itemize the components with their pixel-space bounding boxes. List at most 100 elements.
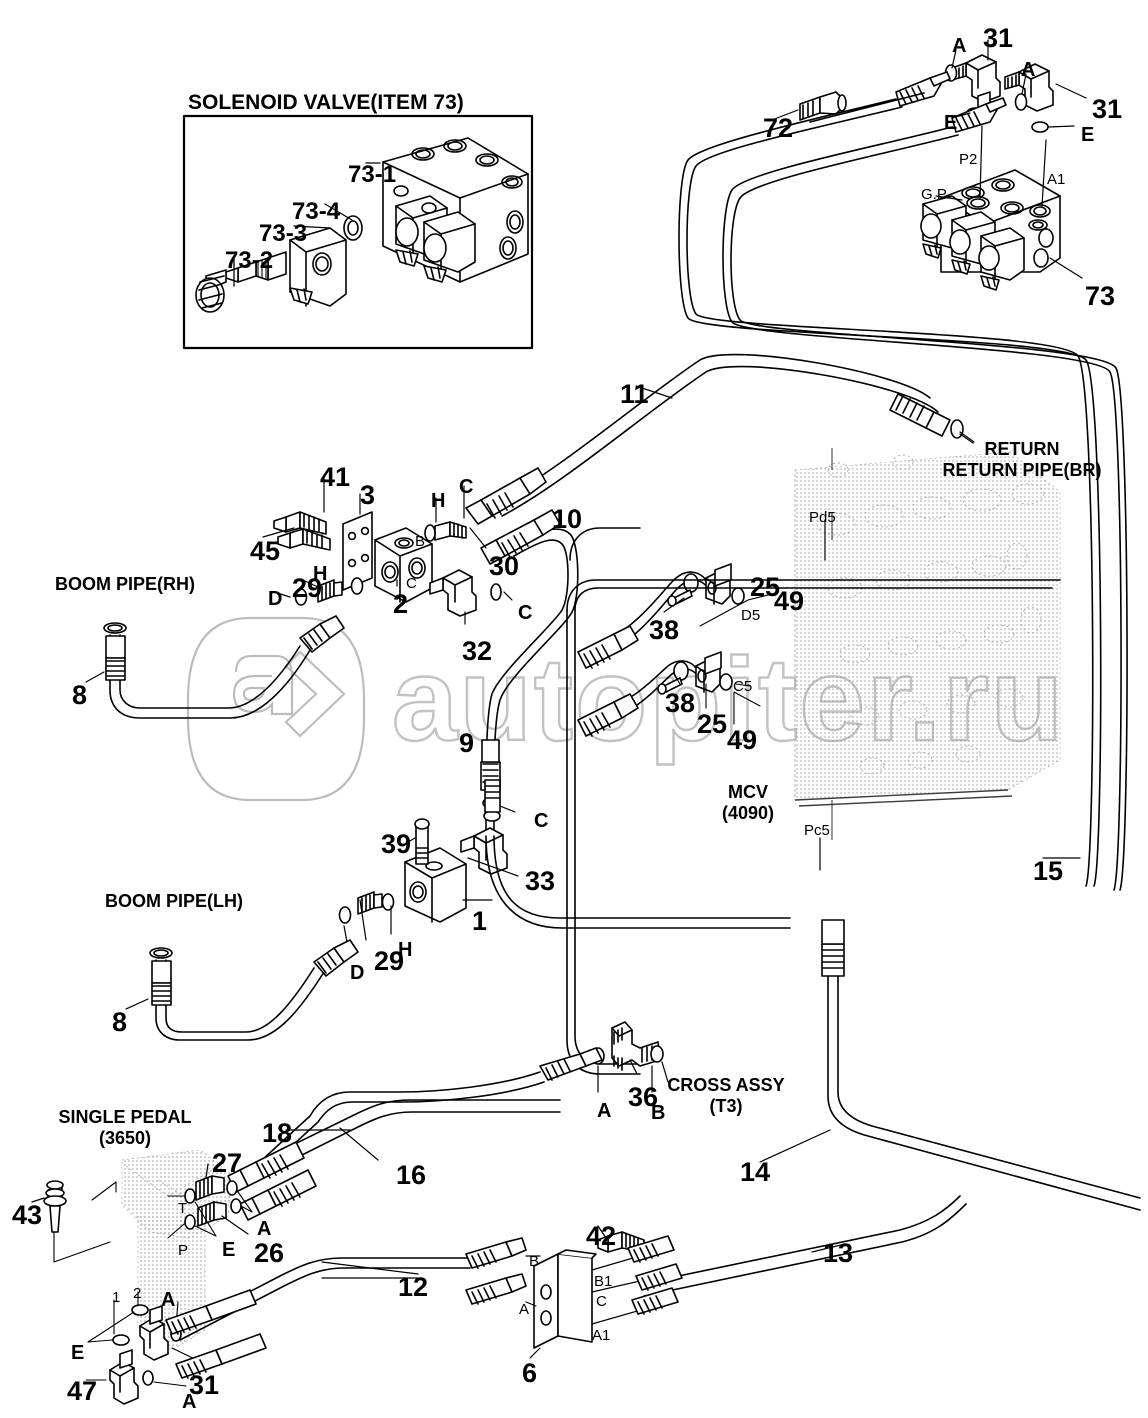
item-number-30: 30: [489, 551, 520, 581]
manifold-1: [338, 779, 519, 959]
port-letter-P: P: [178, 1242, 189, 1259]
item-number-26: 26: [254, 1238, 285, 1268]
boom-pipe-lh: [125, 939, 359, 1041]
item-number-27: 27: [212, 1148, 243, 1178]
port-letter-P2: P2: [959, 151, 978, 168]
port-letter-H-1: H: [431, 490, 446, 512]
item-number-31-right: 31: [1092, 94, 1123, 124]
hose-12: [175, 1237, 527, 1341]
port-letter-D5: D5: [741, 607, 761, 624]
solenoid-valve-drawing: [195, 137, 529, 313]
item-number-8-lh: 8: [112, 1007, 128, 1037]
inset-title: SOLENOID VALVE(ITEM 73): [188, 91, 464, 114]
port-letter-E-4: E: [71, 1342, 85, 1364]
port-letter-T: T: [178, 1200, 188, 1217]
pedal-fittings: [31, 1163, 267, 1405]
port-letter-B-1: B: [415, 533, 426, 550]
valve-73-assembly: [678, 54, 1128, 891]
mcv-code: (4090): [721, 803, 775, 823]
port-letter-A-1: A: [952, 35, 967, 57]
item-number-9: 9: [459, 728, 475, 758]
port-letter-GP: G.P: [921, 186, 947, 203]
cross-assy-code: (T3): [709, 1096, 743, 1116]
item-number-1: 1: [472, 906, 488, 936]
hose-13: [639, 1195, 967, 1297]
port-letter-B1: B1: [594, 1273, 613, 1290]
item-number-49-top: 49: [774, 586, 805, 616]
port-letter-B-3: B: [529, 1253, 540, 1270]
item-number-11: 11: [620, 379, 649, 409]
item-number-49-bot: 49: [727, 725, 758, 755]
port-letter-1-pedal: 1: [112, 1289, 121, 1306]
item-number-42: 42: [586, 1221, 617, 1251]
port-letter-C-5: C: [596, 1293, 607, 1310]
port-letter-C5: C5: [733, 678, 753, 695]
port-letter-2-pedal: 2: [133, 1285, 142, 1302]
mcv-label: MCV: [728, 782, 768, 802]
item-number-33: 33: [525, 866, 556, 896]
cross-assy-label: CROSS ASSY: [667, 1075, 785, 1095]
item-number-25-bot: 25: [697, 709, 728, 739]
single-pedal-label: SINGLE PEDAL: [58, 1107, 192, 1127]
hose-10: [480, 509, 579, 793]
return-pipe-label-l1: RETURN: [984, 439, 1060, 459]
item-number-47: 47: [67, 1376, 98, 1406]
port-letter-D-2: D: [350, 962, 365, 984]
hose-14: [759, 919, 1141, 1211]
item-number-6: 6: [522, 1358, 538, 1388]
port-letter-A-5: A: [161, 1289, 176, 1311]
item-number-2: 2: [393, 589, 409, 619]
port-letter-C-3: C: [518, 602, 533, 624]
item-number-73: 73: [1085, 281, 1116, 311]
port-letter-E-3: E: [222, 1239, 236, 1261]
port-letter-A-2: A: [1021, 59, 1036, 81]
inset-callout-73-1: 73-1: [348, 161, 397, 188]
boom-pipe-rh: [85, 615, 345, 719]
item-number-29-bot: 29: [374, 946, 405, 976]
item-number-10: 10: [552, 504, 583, 534]
main-hose-loop: [485, 527, 1061, 1075]
item-number-72: 72: [763, 113, 794, 143]
inset-callout-73-2: 73-2: [225, 247, 274, 274]
boom-pipe-lh-label: BOOM PIPE(LH): [105, 891, 243, 911]
port-letter-A-6: A: [182, 1391, 197, 1413]
item-number-32: 32: [462, 636, 493, 666]
item-number-38-top: 38: [649, 615, 680, 645]
item-number-18: 18: [262, 1118, 293, 1148]
port-letter-E-1: E: [944, 112, 958, 134]
mcv-ghost: [794, 448, 1061, 840]
port-letter-A-7: A: [519, 1301, 530, 1318]
port-letter-A-4: A: [257, 1218, 272, 1240]
item-number-29-top: 29: [292, 573, 323, 603]
return-pipe-label: RETURN PIPE(BR): [942, 460, 1102, 480]
item-number-45: 45: [250, 536, 281, 566]
item-number-12: 12: [398, 1272, 429, 1302]
manifold-2: [262, 477, 513, 625]
block-6: [525, 1225, 683, 1359]
port-letter-H-3: H: [398, 939, 413, 961]
hose-11: [465, 353, 975, 525]
port-letter-Pc5: Pc5: [804, 822, 830, 839]
port-letter-A1-top: A1: [1047, 171, 1066, 188]
item-number-25-top: 25: [750, 572, 781, 602]
port-letter-C-2: C: [406, 575, 417, 592]
hose-16-18: [227, 1099, 561, 1221]
inset-callout-73-3: 73-3: [259, 220, 308, 247]
item-number-41: 41: [320, 462, 351, 492]
item-number-13: 13: [823, 1238, 854, 1268]
port-letter-E-2: E: [1081, 124, 1095, 146]
boom-pipe-rh-label: BOOM PIPE(RH): [55, 574, 196, 594]
cross-assy-t3: [261, 1021, 669, 1169]
item-number-16: 16: [396, 1160, 427, 1190]
port-letter-D-1: D: [268, 588, 283, 610]
port-letter-C-4: C: [534, 810, 549, 832]
inset-callout-73-4: 73-4: [292, 198, 341, 225]
item-number-31-bot: 31: [189, 1370, 220, 1400]
item-number-15: 15: [1033, 856, 1064, 886]
port-letter-C-1: C: [459, 476, 474, 498]
port-letter-Pd5: Pd5: [809, 509, 836, 526]
item-number-43: 43: [12, 1200, 43, 1230]
